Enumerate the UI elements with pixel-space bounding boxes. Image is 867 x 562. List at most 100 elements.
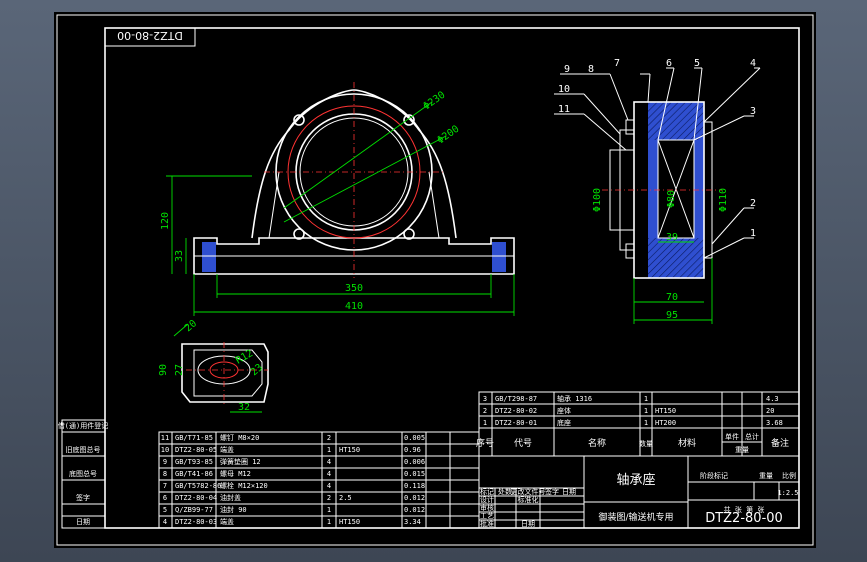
dim-d110: Φ110: [718, 188, 729, 212]
dim-w70: 70: [666, 292, 678, 303]
balloon-7: 7: [614, 58, 620, 69]
bom-lower-cell: 10: [161, 446, 169, 454]
bom-upper-cell: 3: [483, 395, 487, 403]
dim-w350: 350: [345, 283, 363, 294]
hdr-material: 材料: [678, 437, 696, 449]
strip-label-3: 签字: [76, 493, 90, 502]
front-view: Φ230 Φ200 120 33 350 410: [160, 82, 515, 316]
tb-label2-0: 设计: [480, 495, 494, 504]
hdr-name: 名称: [588, 437, 606, 449]
bom-lower-cell: 1: [327, 506, 331, 514]
balloon-3: 3: [750, 106, 756, 117]
hdr-seq: 序号: [476, 437, 494, 449]
stage-label: 阶段标记: [700, 471, 728, 480]
hdr-code: 代号: [514, 438, 532, 449]
bom-lower-cell: 4: [327, 458, 331, 466]
bom-lower-cell: 端盖: [220, 517, 234, 526]
bom-lower-cell: 螺钉 M8×20: [220, 433, 259, 442]
bom-upper-cell: DTZ2-80-01: [495, 419, 537, 427]
balloon-4: 4: [750, 58, 756, 69]
bom-upper-cell: 1: [483, 419, 487, 427]
bom-upper-cell: 2: [483, 407, 487, 415]
leaders: [554, 67, 761, 259]
bom-lower-cell: DTZ2-80-05: [175, 446, 217, 454]
balloon-5: 5: [694, 58, 700, 69]
bom-upper-cell: 3.68: [766, 419, 783, 427]
hdr-total: 总计: [745, 432, 759, 441]
bom-lower-cell: 2.5: [339, 494, 352, 502]
bom-lower-cell: Q/ZB99-77: [175, 506, 213, 514]
bom-lower-cell: 3.34: [404, 518, 421, 526]
bom-lower-cell: 0.012: [404, 494, 425, 502]
dim-h90: 90: [158, 364, 169, 376]
dim-w39: 39: [666, 232, 678, 243]
bom-lower-cell: 8: [163, 470, 167, 478]
dim-d100: Φ100: [592, 188, 603, 212]
bom-lower-cell: 螺栓 M12×120: [220, 481, 268, 490]
dim-r12: R12: [234, 348, 255, 367]
balloon-6: 6: [666, 58, 672, 69]
bom-lower-cell: 5: [163, 506, 167, 514]
weight-label: 重量: [759, 472, 773, 480]
bom-upper: [478, 391, 800, 457]
dim-w32: 32: [238, 402, 250, 413]
bom-upper-cell: HT200: [655, 419, 676, 427]
bom-upper-cell: 座体: [557, 406, 571, 415]
bom-lower-cell: 油封 90: [220, 505, 247, 514]
dim-h33: 33: [174, 250, 185, 262]
bom-lower-cell: 0.006: [404, 458, 425, 466]
dim-w95: 95: [666, 310, 678, 321]
rotated-code-box: DTZ2-80-00: [104, 27, 196, 47]
strip-label-2: 底图总号: [69, 469, 97, 478]
bom-lower-cell: 0.005: [404, 434, 425, 442]
drawing-subtitle: 御装图/输送机专用: [598, 511, 673, 523]
strip-label-4: 日期: [76, 518, 90, 526]
balloon-10: 10: [558, 84, 570, 95]
tb-label-0: 标记: [480, 487, 494, 496]
dim-d80: Φ80: [666, 190, 677, 208]
bom-lower-cell: 0.118: [404, 482, 425, 490]
dim-d230: Φ230: [421, 90, 447, 113]
dim-h27: 27: [174, 364, 185, 376]
bom-upper-cell: GB/T298-87: [495, 395, 537, 403]
bom-lower-cell: 0.012: [404, 506, 425, 514]
bom-upper-cell: 1: [644, 419, 648, 427]
bom-lower-cell: GB/T41-86: [175, 470, 213, 478]
drawing-number: DTZ2-80-00: [705, 511, 783, 526]
bom-upper-cell: 20: [766, 407, 774, 415]
bom-lower-cell: 4: [163, 518, 167, 526]
bom-lower-cell: 弹簧垫圈 12: [220, 457, 261, 466]
bom-lower-cell: GB/T93-85: [175, 458, 213, 466]
bom-lower-cell: DTZ2-80-03: [175, 518, 217, 526]
hdr-weight: 重量: [735, 446, 749, 454]
tb-label2-2: 审核: [480, 503, 494, 512]
bom-lower-cell: 7: [163, 482, 167, 490]
bom-lower-cell: 1: [327, 518, 331, 526]
bom-lower-cell: 1: [327, 446, 331, 454]
drawing-sheet: DTZ2-80-00: [54, 12, 816, 548]
bom-lower-cell: GB/T5782-86: [175, 482, 221, 490]
bom-lower-cell: GB/T71-85: [175, 434, 213, 442]
tb-label2-4: 日期: [521, 520, 535, 528]
dim-h120: 120: [160, 212, 171, 230]
scale-label: 比例: [782, 471, 796, 480]
detail-view: 32 90 27 R12 20 23: [158, 318, 269, 413]
balloon-8: 8: [588, 64, 594, 75]
bom-lower-cell: HT150: [339, 518, 360, 526]
hdr-unit: 单件: [725, 432, 739, 441]
strip-label-1: 旧底图总号: [66, 445, 101, 454]
bom-lower-cell: 0.015: [404, 470, 425, 478]
bom-lower-cell: 0.96: [404, 446, 421, 454]
tb-label-4: 日期: [562, 488, 576, 496]
bom-lower-cell: 油封盖: [220, 493, 241, 502]
bom-upper-cell: 底座: [557, 418, 571, 427]
bom-lower-cell: 2: [327, 434, 331, 442]
bom-lower-cell: 端盖: [220, 445, 234, 454]
dim-d200: Φ200: [435, 124, 461, 147]
bom-lower-cell: 4: [327, 470, 331, 478]
bom-upper-cell: HT150: [655, 407, 676, 415]
bom-lower-cell: 6: [163, 494, 167, 502]
balloon-1: 1: [750, 228, 756, 239]
